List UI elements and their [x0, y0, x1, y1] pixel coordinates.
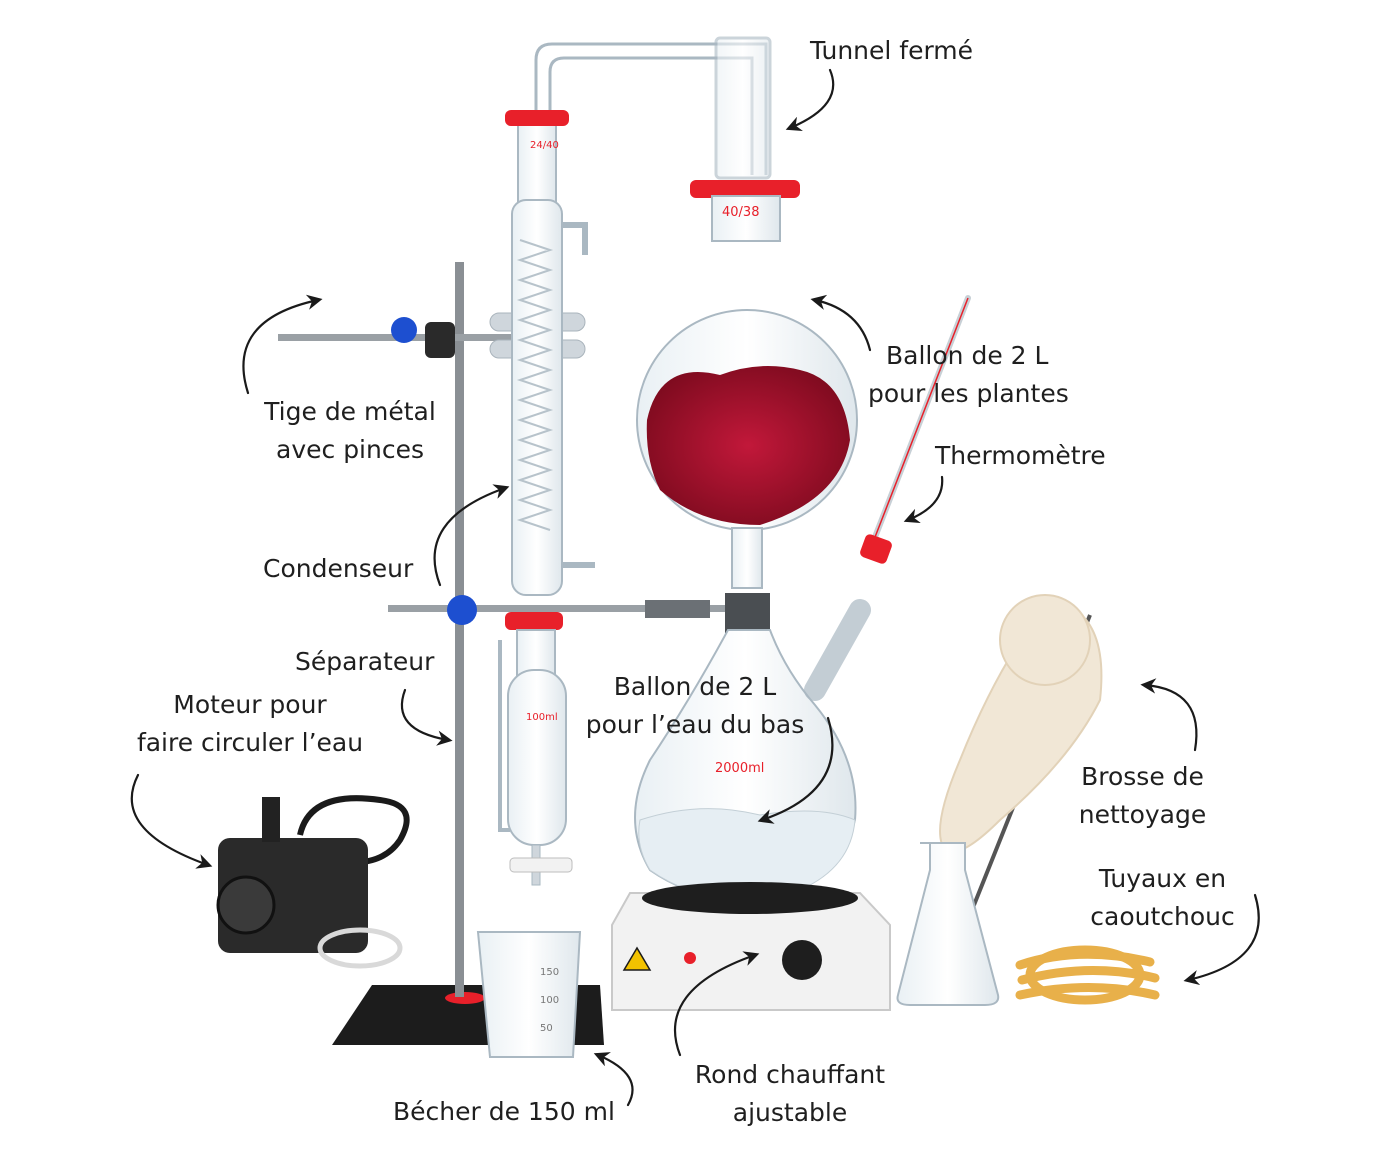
separator-volume-mark: 100ml: [526, 712, 558, 723]
plant-flask: 40/38: [636, 180, 858, 589]
annotation-arrows: [130, 68, 1260, 1107]
beaker-mark-150: 150: [540, 967, 559, 978]
erlenmeyer-flask: [896, 842, 1000, 1006]
flask-volume-mark: 2000ml: [715, 761, 764, 776]
label-hot-plate: Rond chauffant ajustable: [694, 1060, 886, 1127]
label-separator: Séparateur: [295, 647, 435, 676]
beaker-mark-50: 50: [540, 1023, 553, 1034]
label-pump: Moteur pour faire circuler l’eau: [136, 690, 364, 757]
tunnel-tube: [534, 36, 772, 180]
label-brush: Brosse de nettoyage: [1078, 762, 1207, 829]
label-beaker: Bécher de 150 ml: [393, 1097, 615, 1126]
water-pump: [216, 795, 410, 969]
label-water-flask: Ballon de 2 L pour l’eau du bas: [585, 672, 805, 739]
label-thermometer: Thermomètre: [935, 441, 1106, 470]
stand-rod: [455, 262, 464, 997]
joint-mark-flask: 40/38: [722, 205, 759, 220]
hot-plate: [611, 882, 891, 1011]
water-flask: 2000ml: [634, 599, 871, 902]
joint-mark-top: 24/40: [530, 140, 559, 151]
rubber-tubes: [1015, 945, 1160, 1005]
thermometer: [860, 295, 971, 564]
beaker-mark-100: 100: [540, 995, 559, 1006]
separator: 100ml: [498, 612, 573, 886]
label-condenser: Condenseur: [263, 554, 414, 583]
beaker: 150 100 50: [476, 931, 582, 1058]
condenser: 24/40: [505, 110, 595, 596]
label-tunnel: Tunnel fermé: [810, 36, 974, 65]
lower-clamp: [388, 593, 770, 633]
label-tubes: Tuyaux en caoutchouc: [1090, 864, 1235, 931]
label-plant-flask: Ballon de 2 L pour les plantes: [868, 341, 1069, 408]
label-rod-clamps: Tige de métal avec pinces: [264, 397, 436, 464]
cleaning-brush: [938, 594, 1103, 991]
